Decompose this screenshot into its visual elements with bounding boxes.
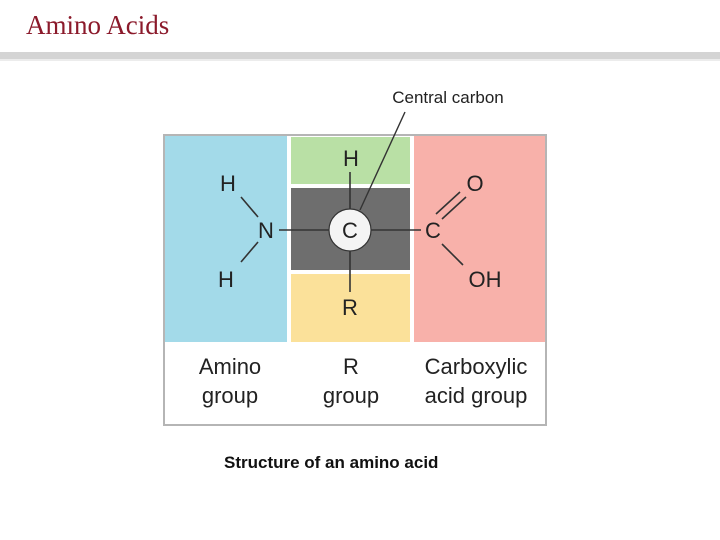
atom-oh: OH (469, 267, 502, 292)
bond-c-oh (441, 243, 464, 266)
bond-c-o-double-b (441, 196, 467, 220)
atom-h-top-amino: H (220, 171, 236, 196)
group-label-amino-line2: group (202, 383, 258, 408)
title-rule (0, 52, 720, 59)
central-carbon-circle (328, 208, 372, 252)
atom-n: N (258, 218, 274, 243)
bond-c-o-double-a (435, 191, 461, 215)
bond-h-n-bottom (240, 241, 259, 263)
group-label-r-line1: R (343, 354, 359, 379)
title-rule-shadow (0, 59, 720, 61)
atom-h-alpha: H (343, 146, 359, 171)
atom-carboxyl-c: C (425, 218, 441, 243)
carboxyl-group-region (414, 136, 545, 342)
slide-title: Amino Acids (26, 10, 170, 40)
callout-central-carbon: Central carbon (392, 88, 504, 107)
atom-central-c: C (342, 218, 358, 243)
callout-pointer (359, 111, 406, 211)
atom-o: O (466, 171, 483, 196)
group-label-carboxyl-line2: acid group (425, 383, 528, 408)
atom-r: R (342, 295, 358, 320)
diagram-caption: Structure of an amino acid (224, 453, 439, 472)
group-label-amino-line1: Amino (199, 354, 261, 379)
group-label-r-line2: group (323, 383, 379, 408)
atom-h-bottom-amino: H (218, 267, 234, 292)
bond-h-n-top (240, 196, 259, 218)
group-label-carboxyl-line1: Carboxylic (425, 354, 528, 379)
amino-group-region (165, 136, 287, 342)
